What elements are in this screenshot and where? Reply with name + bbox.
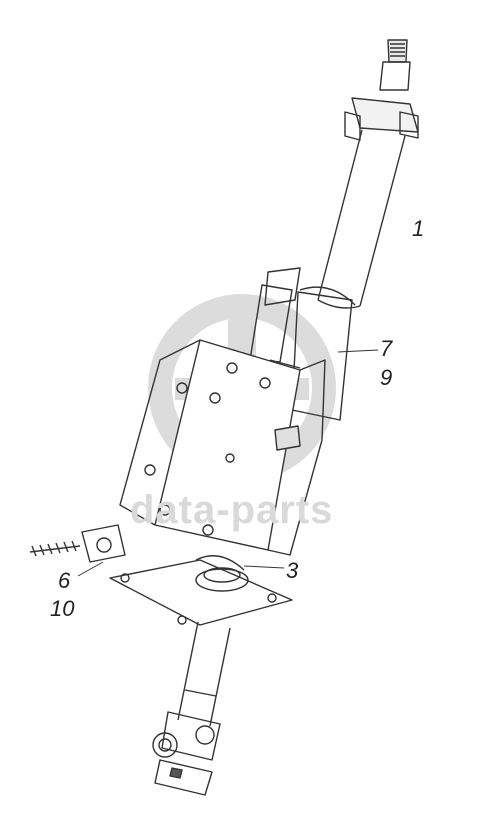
- lower-shaft: [177, 621, 231, 727]
- watermark-text: data-parts: [130, 488, 334, 532]
- column-tube: [317, 129, 406, 309]
- callout-7: 7: [380, 336, 393, 361]
- leader-lines: [77, 349, 379, 577]
- top-shaft-end: [379, 39, 411, 91]
- callout-1: 1: [412, 216, 425, 241]
- side-connector: [29, 524, 126, 563]
- callout-9: 9: [380, 365, 393, 390]
- base-flange: [109, 555, 293, 626]
- callout-3: 3: [286, 558, 299, 583]
- upper-bracket: [344, 97, 419, 141]
- callout-10: 10: [50, 596, 75, 621]
- universal-joint: [152, 711, 221, 796]
- mounting-plate: [119, 339, 326, 556]
- callout-6: 6: [58, 568, 71, 593]
